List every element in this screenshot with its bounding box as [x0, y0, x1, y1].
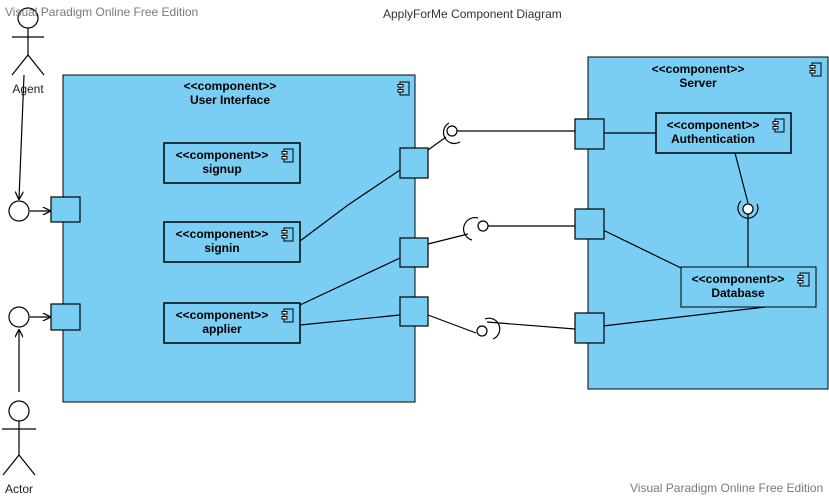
signup-stereotype: <<component>>: [176, 148, 269, 162]
lollipop-applier: [476, 325, 488, 337]
ui-port-actor: [50, 303, 81, 331]
ui-port-2: [399, 237, 429, 268]
server-component[interactable]: <<component>> Server: [587, 56, 829, 390]
agent-label: Agent: [12, 82, 44, 96]
connector-port1-socket: [427, 136, 447, 151]
connector-auth-socket: [734, 152, 749, 204]
database-stereotype: <<component>>: [692, 272, 785, 286]
connector-agent-arrow: [19, 74, 25, 199]
applier-label: applier: [202, 322, 242, 336]
watermark-bottom: Visual Paradigm Online Free Edition: [630, 481, 824, 495]
ui-port-agent: [50, 196, 81, 223]
database-label: Database: [711, 286, 765, 300]
lollipop-agent: [8, 200, 30, 222]
authentication-component[interactable]: <<component>> Authentication: [655, 112, 792, 154]
server-stereotype: <<component>>: [652, 62, 745, 76]
applier-stereotype: <<component>>: [176, 308, 269, 322]
connector-port3-socket: [427, 314, 477, 334]
lollipop-signin: [477, 220, 489, 232]
actor-label: Actor: [5, 482, 33, 496]
connector-server-port2-db: [602, 229, 682, 269]
signin-component[interactable]: <<component>> signin: [163, 221, 301, 263]
required-interfaces: [442, 122, 759, 340]
lollipop-actor: [8, 306, 30, 328]
user-interface-label: User Interface: [190, 93, 270, 107]
server-label: Server: [679, 76, 717, 90]
connector-applier-port-2: [299, 257, 401, 306]
signin-stereotype: <<component>>: [176, 227, 269, 241]
lollipop-auth: [446, 125, 458, 137]
provided-interfaces: [8, 125, 754, 337]
socket-database: [737, 200, 759, 219]
database-component[interactable]: <<component>> Database: [680, 266, 817, 308]
ui-port-3: [399, 296, 429, 327]
actor-head: [8, 400, 30, 422]
server-port-3: [574, 312, 605, 344]
authentication-label: Authentication: [671, 132, 755, 146]
server-port-2: [574, 208, 605, 240]
ui-port-1: [399, 147, 429, 179]
connector-port2-socket: [427, 233, 469, 245]
ports: [50, 118, 605, 344]
signup-label: signup: [202, 162, 241, 176]
connector-applier-port-3: [299, 314, 401, 326]
agent-figure[interactable]: [11, 7, 45, 76]
watermark-top: Visual Paradigm Online Free Edition: [5, 5, 199, 19]
server-port-1: [574, 118, 605, 150]
connectors: [19, 74, 766, 392]
connector-server-port3-db: [602, 306, 766, 327]
socket-auth: [442, 122, 461, 145]
connector-signin-port: [299, 169, 401, 242]
socket-applier: [484, 317, 501, 340]
authentication-stereotype: <<component>>: [667, 118, 760, 132]
signin-label: signin: [204, 241, 239, 255]
diagram-title: ApplyForMe Component Diagram: [383, 7, 562, 21]
actor-figure[interactable]: [2, 400, 36, 476]
socket-signin: [463, 217, 479, 241]
signup-component[interactable]: <<component>> signup: [163, 142, 301, 184]
user-interface-stereotype: <<component>>: [184, 79, 277, 93]
connector-lollipop-server-port-3: [486, 321, 576, 330]
lollipop-database: [742, 203, 754, 215]
applier-component[interactable]: <<component>> applier: [163, 302, 301, 344]
